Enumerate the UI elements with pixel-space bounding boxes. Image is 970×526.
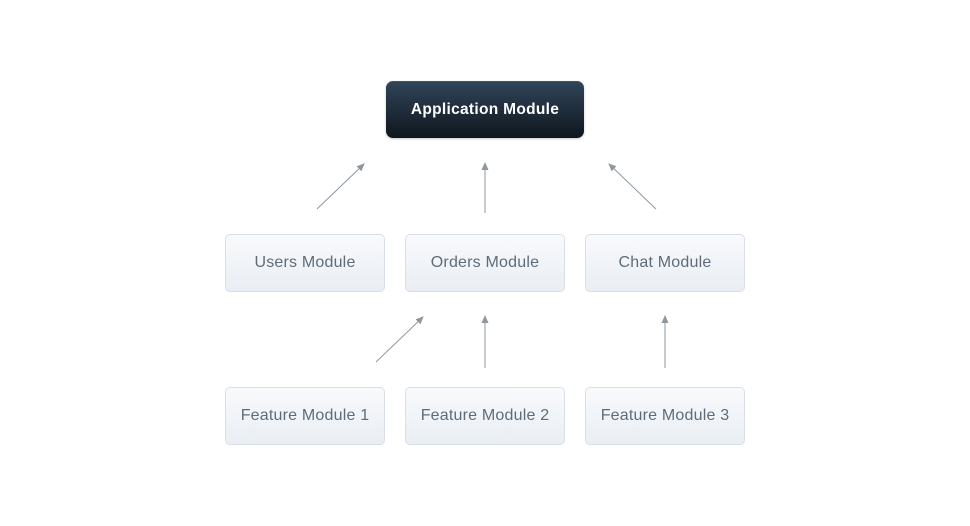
arrow-chat-module-to-application-module	[608, 163, 657, 210]
node-chat-module: Chat Module	[585, 234, 745, 292]
node-application-module: Application Module	[386, 81, 584, 138]
node-label: Feature Module 3	[600, 407, 730, 424]
node-label: Application Module	[410, 100, 560, 118]
node-label: Chat Module	[618, 254, 712, 271]
node-feature-module-2: Feature Module 2	[405, 387, 565, 445]
node-users-module: Users Module	[225, 234, 385, 292]
node-label: Feature Module 1	[240, 407, 370, 424]
arrow-users-module-to-application-module	[316, 163, 365, 210]
node-feature-module-1: Feature Module 1	[225, 387, 385, 445]
node-label: Orders Module	[430, 254, 540, 271]
node-label: Feature Module 2	[420, 407, 550, 424]
node-orders-module: Orders Module	[405, 234, 565, 292]
node-label: Users Module	[254, 254, 356, 271]
arrow-feature-module-1-to-orders-module	[375, 316, 424, 363]
node-feature-module-3: Feature Module 3	[585, 387, 745, 445]
